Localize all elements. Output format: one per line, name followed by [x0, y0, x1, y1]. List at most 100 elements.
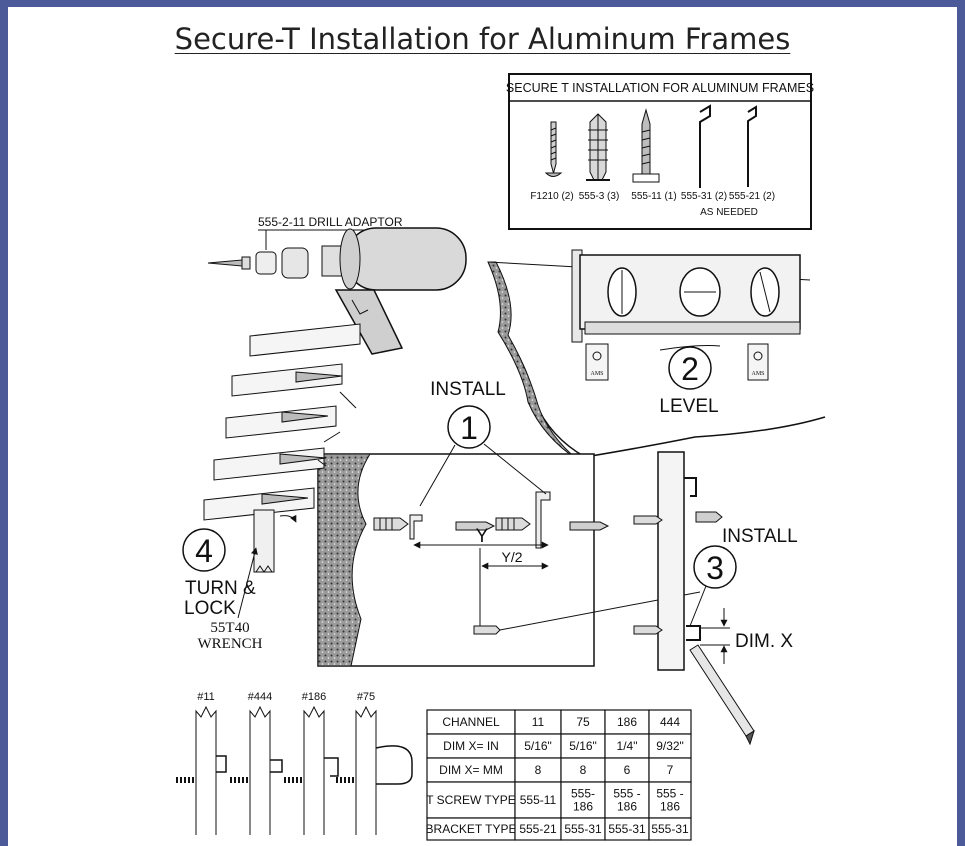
channel-11: [176, 705, 227, 835]
channel-75: [336, 705, 413, 835]
channels-illustration: 4 TURN & LOCK 55T40 WRENCH: [182, 323, 361, 652]
table-cell-text: 555-11: [520, 793, 557, 807]
table-cell-text: 555-31: [651, 822, 689, 836]
table-cell-text: 8: [580, 763, 587, 777]
table-cell-text: 186: [617, 715, 637, 729]
bracket-icon: [747, 105, 757, 187]
anchor-icon: [633, 625, 663, 635]
channel-label: #11: [197, 691, 215, 703]
screw-icon: [569, 521, 610, 531]
table-cell-text: 7: [667, 763, 674, 777]
table-cell-text: 75: [576, 715, 590, 729]
dim-y2-label: Y/2: [501, 549, 522, 565]
part-label: 555-3 (3): [579, 191, 620, 202]
table-row-header: BRACKET TYPE: [426, 822, 517, 836]
table-cell: [648, 781, 692, 819]
table-cell: [648, 817, 692, 841]
dim-x-label: DIM. X: [735, 631, 793, 652]
table-cell: [560, 781, 606, 819]
step-2-number: 2: [681, 351, 699, 387]
table-row-header: DIM X= IN: [443, 739, 499, 753]
table-cell-text: 555-31: [564, 822, 602, 836]
channel-profiles: #11 #444 #186 #75: [176, 691, 413, 835]
table-cell: [560, 757, 606, 783]
bracket-icon: [699, 104, 711, 188]
table-cell: [604, 709, 650, 735]
t-screw-icon: [473, 625, 501, 635]
table-cell: [426, 733, 516, 759]
table-cell-text: 555 -186: [613, 787, 640, 814]
screw-icon: [281, 411, 329, 423]
table-cell: [514, 781, 562, 819]
channel-label: #186: [302, 691, 326, 703]
table-cell-text: 555 -186: [656, 787, 683, 814]
table-row-header: T SCREW TYPE: [426, 793, 516, 807]
screw-icon: [455, 521, 496, 531]
step-4-number: 4: [195, 533, 213, 569]
wrench-label: WRENCH: [198, 636, 263, 652]
drill-adaptor-illustration: 555-2-11 DRILL ADAPTOR: [207, 215, 467, 355]
anchor-icon: [586, 113, 610, 181]
page-title: Secure-T Installation for Aluminum Frame…: [174, 22, 791, 56]
anchor-icon: [373, 517, 409, 531]
table-cell: [648, 709, 692, 735]
table-cell: [604, 757, 650, 783]
table-cell: [560, 733, 606, 759]
table-cell-text: 555-31: [608, 822, 646, 836]
step-4-circle: [182, 528, 226, 572]
table-cell-text: 1/4": [617, 739, 638, 753]
anchor-icon: [633, 515, 663, 525]
install-3-label: INSTALL: [722, 526, 798, 547]
table-cell: [648, 757, 692, 783]
panel-detail-illustration: DIM. X INSTALL 3: [633, 451, 798, 746]
table-cell-text: 5/16": [524, 739, 552, 753]
table-row-header: CHANNEL: [442, 715, 500, 729]
channel-label: #75: [357, 691, 375, 703]
table-cell-text: 6: [624, 763, 631, 777]
table-cell: [426, 757, 516, 783]
table-cell-text: 11: [532, 715, 545, 729]
turn-lock-label: LOCK: [184, 598, 236, 619]
step-3-circle: [693, 545, 737, 589]
table-cell-text: 555-186: [571, 787, 595, 814]
level-label: LEVEL: [659, 396, 718, 417]
table-cell: [426, 781, 516, 819]
level-tag-text: AMS: [590, 371, 603, 377]
table-cell-text: 9/32": [656, 739, 684, 753]
channel-444: [230, 705, 283, 835]
dim-y-label: Y: [476, 526, 489, 547]
table-cell: [426, 709, 516, 735]
table-row-header: DIM X= MM: [439, 763, 503, 777]
turn-lock-label: TURN &: [185, 578, 256, 599]
as-needed-note: AS NEEDED: [700, 207, 758, 218]
part-label: 555-11 (1): [631, 191, 676, 202]
install-1-label: INSTALL: [430, 379, 506, 400]
table-cell-text: 444: [660, 715, 680, 729]
level-tag-text: AMS: [751, 371, 764, 377]
part-label: 555-31 (2): [681, 191, 727, 202]
parts-box-title: SECURE T INSTALLATION FOR ALUMINUM FRAME…: [506, 81, 814, 95]
screw-icon: [544, 121, 563, 177]
wrench-label: 55T40: [210, 620, 249, 636]
parts-box: SECURE T INSTALLATION FOR ALUMINUM FRAME…: [506, 73, 814, 230]
screw-icon: [295, 371, 343, 383]
step-2-circle: [668, 346, 712, 390]
part-label: 555-21 (2): [729, 191, 775, 202]
channel-186: [284, 705, 339, 835]
table-cell-text: 8: [535, 763, 542, 777]
level-illustration: AMS AMS 2 LEVEL: [487, 249, 826, 461]
screw-icon: [261, 493, 309, 505]
wall-detail-illustration: Y Y/2 INSTALL 1: [317, 379, 701, 667]
channel-label: #444: [248, 691, 272, 703]
t-screw-icon: [632, 108, 660, 183]
table-cell-text: 5/16": [569, 739, 597, 753]
screw-icon: [695, 511, 723, 523]
drill-adaptor-label: 555-2-11 DRILL ADAPTOR: [258, 215, 403, 229]
screw-icon: [279, 453, 327, 465]
part-label: F1210 (2): [530, 191, 573, 202]
step-3-number: 3: [706, 550, 724, 586]
step-1-circle: [447, 405, 491, 449]
step-1-number: 1: [460, 410, 478, 446]
